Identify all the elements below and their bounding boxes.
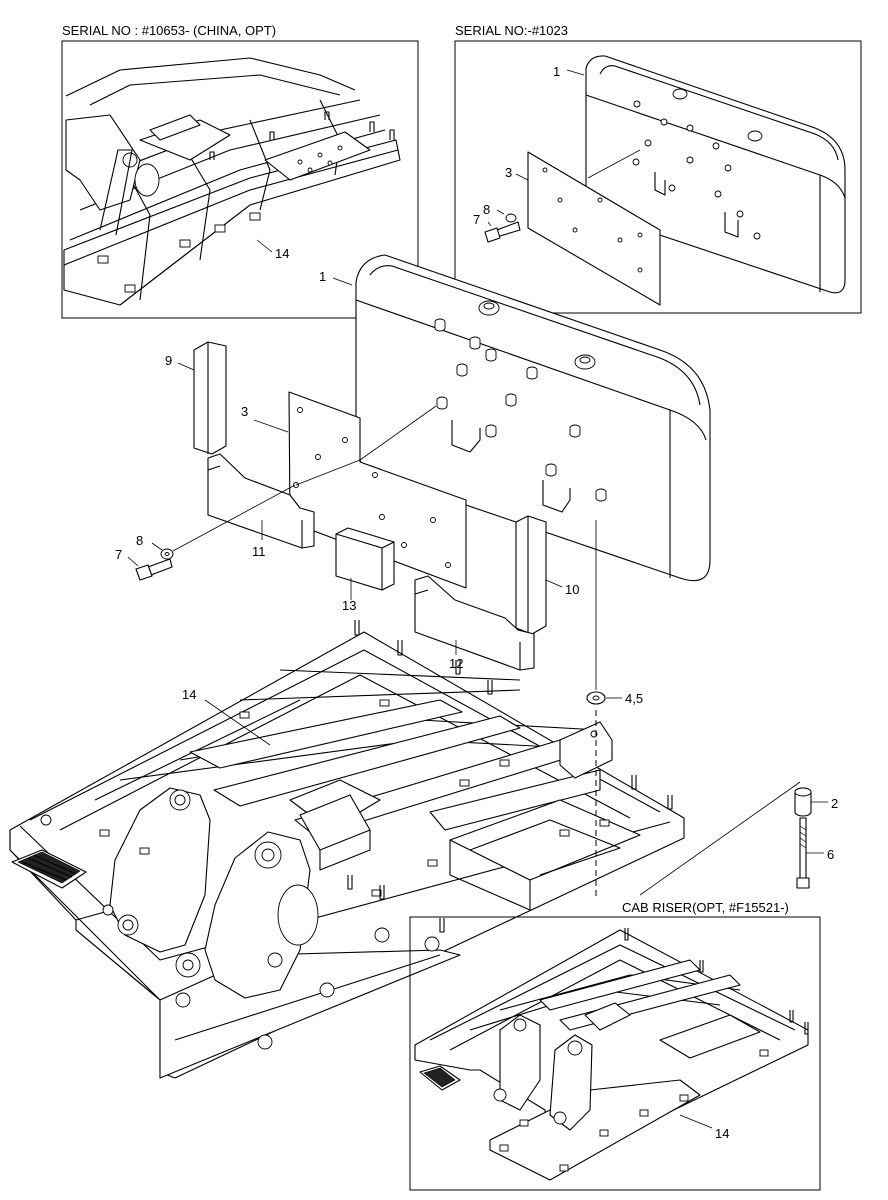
inset-title-china: SERIAL NO : #10653- (CHINA, OPT)	[62, 23, 276, 38]
frame-holes	[99, 699, 610, 897]
inset-frame-china: SERIAL NO : #10653- (CHINA, OPT)	[61, 23, 419, 319]
callout-7: 7	[115, 547, 122, 562]
counterweight-studs	[434, 318, 607, 502]
spacer-9: 9	[165, 341, 227, 455]
callout-1: 1	[319, 269, 326, 284]
inset-cab-riser-drawing: 14	[414, 928, 809, 1181]
inset-frame-cab-riser: CAB RISER(OPT, #F15521-)	[409, 900, 821, 1191]
inset-frame-china-drawing: 14	[63, 57, 401, 306]
callout-8: 8	[136, 533, 143, 548]
callout-6: 6	[827, 847, 834, 862]
bolt-small	[484, 221, 521, 243]
callout-1-inset: 1	[553, 64, 560, 79]
spacer-11: 11	[207, 453, 315, 559]
mounting-axis: 4,5	[586, 520, 643, 900]
washer-small	[505, 213, 517, 223]
inset-title-cab-riser: CAB RISER(OPT, #F15521-)	[622, 900, 789, 915]
step-plate-inset	[419, 1065, 461, 1091]
callout-4-5: 4,5	[625, 691, 643, 706]
washer-8: 8	[136, 484, 296, 560]
callout-3-inset: 3	[505, 165, 512, 180]
bolt-7: 7	[115, 547, 173, 581]
bolt-6: 6	[796, 817, 834, 889]
cw-small-holes	[632, 100, 761, 240]
callout-11: 11	[252, 544, 266, 559]
callout-8-inset: 8	[483, 202, 490, 217]
callout-7-inset: 7	[473, 212, 480, 227]
inset-counterweight-small: 1 3 7 8	[473, 55, 846, 306]
bolt-leader	[639, 781, 801, 896]
inset-title-serial-1023: SERIAL NO:-#1023	[455, 23, 568, 38]
mounting-plate: 3	[241, 391, 467, 589]
callout-3: 3	[241, 404, 248, 419]
callout-9: 9	[165, 353, 172, 368]
callout-2: 2	[831, 796, 838, 811]
callout-14: 14	[182, 687, 196, 702]
step-plate	[11, 849, 87, 889]
upper-frame: 14	[9, 620, 685, 1079]
callout-14-inset-china: 14	[275, 246, 289, 261]
counterweight: 1	[319, 254, 711, 582]
callout-13: 13	[342, 598, 356, 613]
callout-10: 10	[565, 582, 579, 597]
spacer-13: 13	[335, 527, 395, 613]
inset-frame-serial-1023: SERIAL NO:-#1023	[454, 23, 862, 314]
spacer-2: 2	[794, 787, 838, 817]
spacer-10: 10	[515, 515, 579, 635]
callout-14-inset-cab: 14	[715, 1126, 729, 1141]
